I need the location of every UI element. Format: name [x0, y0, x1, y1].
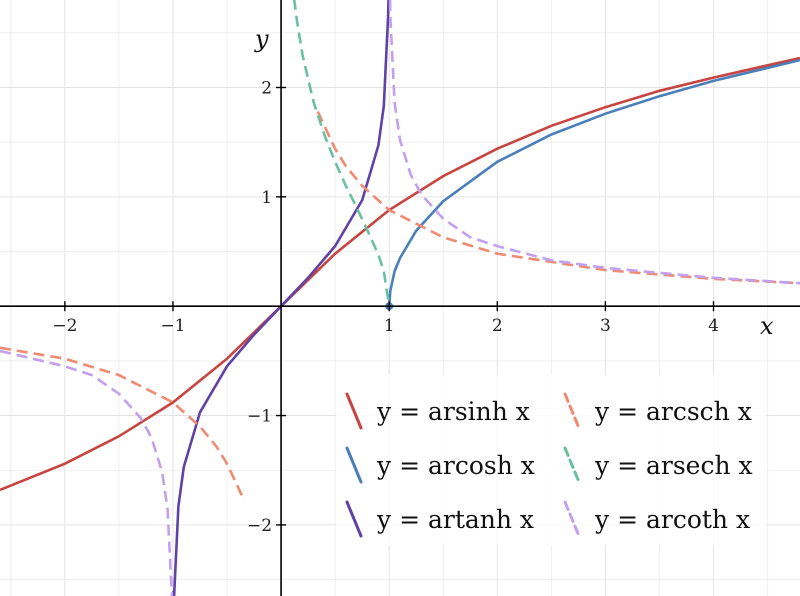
legend-label-artanh: y = artanh x	[376, 505, 534, 534]
x-tick-label: 1	[384, 316, 395, 336]
legend-swatch-arcoth	[563, 500, 581, 538]
series-arcoth-line	[388, 0, 800, 285]
legend-swatch-arsinh	[345, 392, 363, 430]
legend-label-arsech: y = arsech x	[594, 451, 753, 480]
legend-swatch-arsech	[563, 446, 581, 484]
legend-label-arcoth: y = arcoth x	[594, 505, 750, 534]
series-arsech-line	[292, 0, 391, 307]
legend-label-arsinh: y = arsinh x	[376, 397, 530, 426]
y-tick-label: −2	[247, 516, 272, 536]
y-tick-label: −1	[247, 407, 272, 427]
series-arcsch-line	[0, 346, 246, 502]
x-tick-label: −2	[52, 316, 77, 336]
series-arcosh-line	[387, 58, 800, 307]
series-arcsch-line	[316, 110, 800, 285]
x-tick-label: −1	[160, 316, 185, 336]
series-arcoth-line	[0, 349, 174, 596]
legend-swatch-arcosh	[345, 446, 363, 484]
x-tick-label: 4	[708, 316, 719, 336]
y-tick-label: 1	[261, 188, 272, 208]
legend-swatch-arcsch	[563, 392, 581, 430]
y-tick-label: 2	[261, 78, 272, 98]
legend-background	[336, 375, 766, 545]
legend-label-arcsch: y = arcsch x	[594, 397, 752, 426]
x-tick-label: 2	[492, 316, 503, 336]
x-tick-label: 3	[600, 316, 611, 336]
x-axis-title: x	[760, 312, 774, 340]
legend: y = arsinh x y = arcosh x y = artanh x y = …	[336, 375, 766, 545]
legend-label-arcosh: y = arcosh x	[376, 451, 535, 480]
y-axis-title: y	[254, 25, 269, 53]
legend-swatch-artanh	[345, 500, 363, 538]
